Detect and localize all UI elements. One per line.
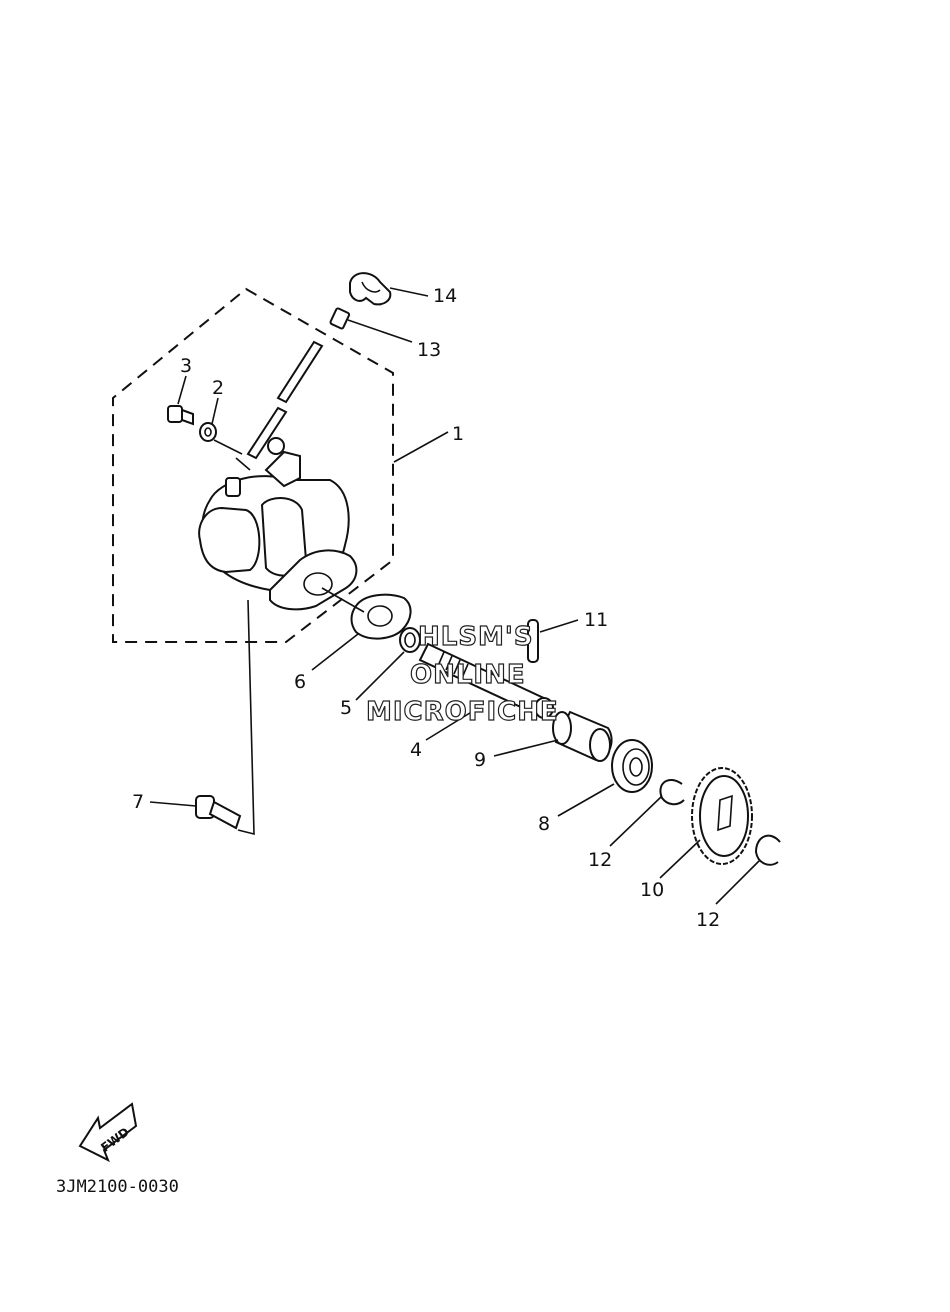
watermark-line-1: HLSM'S <box>418 622 534 652</box>
rod <box>246 340 324 460</box>
leader-7-axis <box>237 599 255 836</box>
part-12-circlip-a <box>659 779 685 806</box>
part-4-shaft <box>418 642 554 719</box>
label-4: 4 <box>410 739 422 761</box>
part-5-o-ring <box>399 627 421 653</box>
leader-3 <box>177 375 187 405</box>
leader-5 <box>355 651 405 701</box>
leader-9 <box>493 739 559 757</box>
label-12a: 12 <box>588 849 612 871</box>
leader-12b <box>715 859 761 905</box>
leader-13 <box>347 319 413 343</box>
label-11: 11 <box>584 609 608 631</box>
part-10-gear <box>691 767 753 865</box>
label-7: 7 <box>132 791 144 813</box>
watermark-line-2: ONLINE <box>410 660 526 690</box>
drawing-code: 3JM2100-0030 <box>56 1177 179 1197</box>
part-6-gasket <box>350 593 412 640</box>
label-10: 10 <box>640 879 664 901</box>
label-13: 13 <box>417 339 441 361</box>
leader-7 <box>149 801 197 807</box>
part-1-oil-pump <box>198 437 358 611</box>
leader-4 <box>425 707 479 741</box>
leader-8 <box>557 783 615 817</box>
leader-gasket-link <box>321 587 365 613</box>
label-2: 2 <box>212 377 224 399</box>
part-12-circlip-b <box>754 834 781 866</box>
leader-10 <box>659 839 701 879</box>
leader-11 <box>539 619 579 633</box>
part-2-washer <box>199 422 217 442</box>
label-9: 9 <box>474 749 486 771</box>
label-12b: 12 <box>696 909 720 931</box>
part-9-bushing <box>552 710 613 762</box>
label-5: 5 <box>340 697 352 719</box>
leader-6 <box>311 633 359 671</box>
part-11-pin <box>527 619 539 663</box>
label-1: 1 <box>452 423 464 445</box>
leader-1 <box>393 431 449 463</box>
watermark-line-3: MICROFICHE <box>366 697 559 727</box>
leader-2 <box>211 397 219 425</box>
part-8-bearing <box>611 739 653 793</box>
label-8: 8 <box>538 813 550 835</box>
label-6: 6 <box>294 671 306 693</box>
leader-14 <box>389 287 429 297</box>
part-14-clip <box>349 272 392 306</box>
fwd-arrow-icon: FWD <box>78 1102 138 1163</box>
part-3-bolt <box>167 405 194 426</box>
part-7-bolt <box>195 795 242 830</box>
label-14: 14 <box>433 285 457 307</box>
label-3: 3 <box>180 355 192 377</box>
leader-12a <box>609 795 663 847</box>
assembly-outline <box>112 287 394 643</box>
part-13-sleeve <box>329 307 351 330</box>
